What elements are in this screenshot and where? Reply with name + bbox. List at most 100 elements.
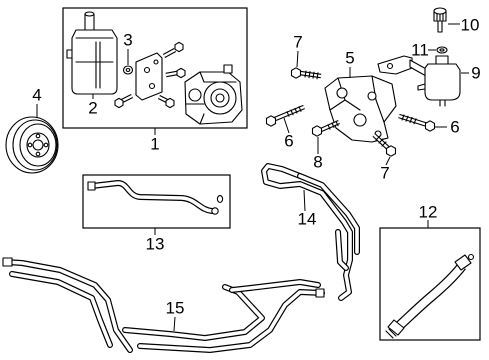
bolt-box-4	[157, 94, 175, 109]
hose-12-clamp-top-knob	[467, 253, 475, 261]
hose-13-fill	[90, 181, 214, 213]
callout-13: 13	[146, 235, 165, 254]
cap-10	[433, 7, 447, 33]
bolt-6-left	[265, 104, 305, 127]
hose-13-frame	[82, 174, 231, 229]
leader-7-top	[296, 50, 299, 68]
pulley-4-hole-bottom	[35, 151, 41, 157]
washer-11	[436, 46, 448, 54]
pulley-4-groove-1	[12, 119, 58, 171]
hose-12-clamp-top	[454, 254, 472, 271]
bolt-box-3-shank-fill	[121, 94, 133, 103]
hose-12-clamp-bottom	[387, 319, 405, 336]
hose-12-end-bottom	[385, 328, 397, 339]
bracket-5-hole-2	[367, 91, 377, 101]
bolt-box-2-shank-fill	[165, 71, 178, 77]
bolt-box-4-head	[165, 97, 175, 109]
pulley-4-groove-2	[19, 123, 57, 167]
callout-4: 4	[32, 86, 41, 105]
hose-12-frame	[379, 227, 481, 341]
bolt-6-right	[398, 113, 436, 132]
callout-8: 8	[313, 153, 322, 172]
callout-7-bottom: 7	[380, 164, 389, 183]
pump-shaft	[215, 93, 225, 103]
pump-outlet-fitting	[223, 64, 233, 74]
bolt-7-top	[290, 67, 322, 80]
callout-2: 2	[88, 99, 97, 118]
bolt-box-1	[162, 41, 184, 58]
pump-bracket-hole-3	[153, 59, 159, 65]
cap-10-top	[433, 7, 447, 15]
bolt-box-2-head	[176, 67, 186, 79]
reservoir-9-outlets	[417, 83, 446, 107]
pump-bracket-plate	[135, 52, 163, 101]
callout-3: 3	[123, 31, 132, 50]
bolt-box-3	[114, 93, 134, 109]
pipe-15-fitting-right	[315, 288, 325, 298]
reservoir-9-bracket-hole	[386, 62, 394, 70]
callout-1: 1	[150, 135, 159, 154]
reservoir-9-bracket	[377, 55, 413, 75]
leader-14	[303, 189, 306, 212]
bolt-8-head	[311, 125, 323, 137]
callout-7-top: 7	[293, 33, 302, 52]
pulley-4-bore	[32, 139, 44, 151]
pump-inlet-port	[188, 88, 202, 102]
bolt-6-right-threads	[401, 114, 417, 125]
bracket-5-casting	[324, 75, 397, 143]
hose-13-fitting-loose	[216, 195, 224, 203]
bolt-7-top-threads	[304, 70, 319, 80]
callout-5: 5	[345, 49, 354, 68]
leader-15	[173, 316, 176, 332]
bolt-8-threads	[327, 120, 339, 130]
pipe-15	[2, 257, 325, 350]
reservoir-2-outlet	[66, 49, 73, 59]
pump-bracket-hole-2	[148, 82, 156, 90]
bolt-6-right-head	[424, 120, 436, 132]
pulley-4	[5, 116, 59, 174]
bolt-6-left-head	[265, 115, 277, 127]
pulley-4-hole-right	[43, 142, 49, 148]
cap-10-shank	[437, 19, 443, 33]
hose-12-group	[379, 227, 481, 341]
pump-bracket	[135, 52, 163, 101]
bolt-7-bottom	[372, 133, 397, 157]
bolt-box-2	[165, 67, 186, 79]
callout-15: 15	[166, 299, 185, 318]
washer-3-hole	[125, 67, 131, 73]
leader-6-left	[283, 117, 290, 134]
reservoir-9-body	[424, 63, 461, 101]
bolt-8	[311, 119, 340, 137]
callout-10: 10	[461, 16, 480, 35]
callout-9: 9	[471, 64, 480, 83]
callout-11: 11	[411, 41, 429, 60]
assembly-1-group: 2 3	[62, 7, 248, 129]
bolt-box-3-head	[114, 97, 124, 109]
bolt-7-top-head	[290, 67, 302, 79]
pulley-4-hole-top	[35, 133, 41, 139]
bolt-6-left-shank-fill	[274, 105, 305, 121]
power-steering-pump	[184, 64, 243, 125]
reservoir-9	[377, 55, 461, 107]
reservoir-2-cap-top	[84, 11, 95, 17]
bolt-box-1-head	[174, 41, 184, 53]
callout-14: 14	[298, 210, 317, 229]
bolt-7-bottom-head	[385, 145, 397, 157]
pipe-14	[264, 166, 357, 298]
bolt-6-left-threads	[286, 106, 302, 117]
bolt-box-1-shank-fill	[163, 48, 176, 58]
callout-6-left: 6	[284, 132, 293, 151]
hose-12-fill	[399, 266, 462, 326]
bracket-5	[324, 75, 397, 143]
bracket-5-hole-3	[353, 113, 367, 127]
pulley-4-hole-left	[27, 142, 33, 148]
reservoir-2	[66, 11, 118, 95]
callout-12: 12	[419, 203, 438, 222]
bolt-8-shank-fill	[320, 120, 340, 132]
bolt-7-bottom-threads	[375, 135, 387, 147]
leader-7-bottom	[385, 156, 391, 166]
bracket-5-hole-1	[336, 87, 348, 99]
hose-13-fitting-left	[87, 181, 96, 191]
callout-6-right: 6	[450, 118, 459, 137]
